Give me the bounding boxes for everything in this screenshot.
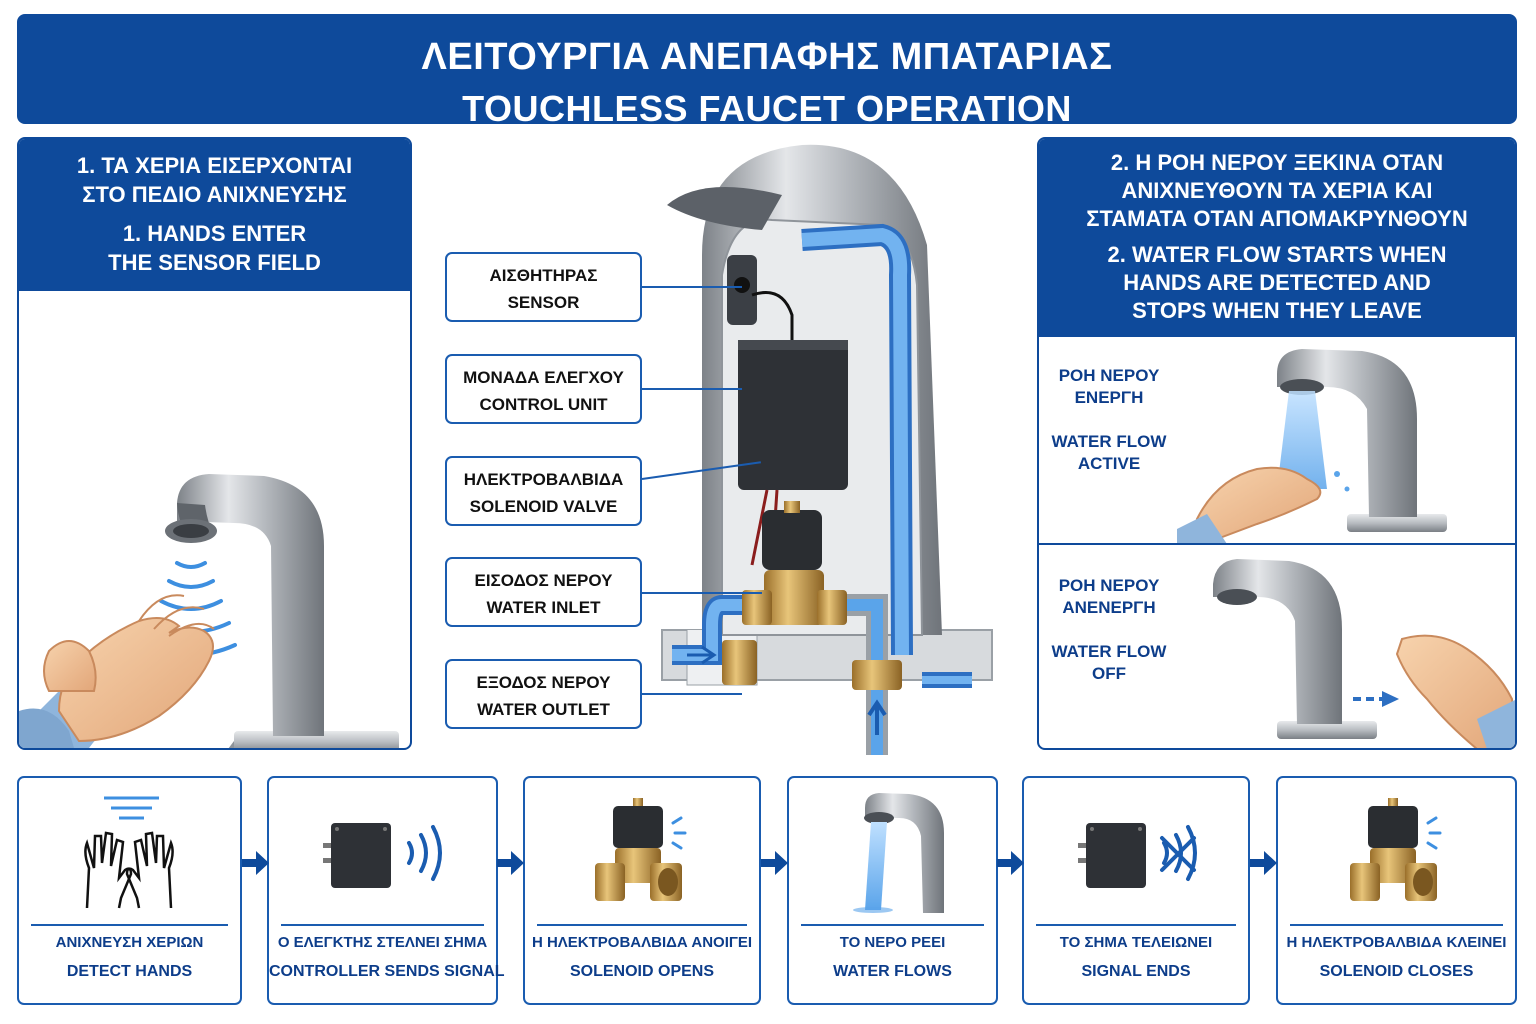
header-greek-line1: 2. Η ΡΟΗ ΝΕΡΟΥ ΞΕΚΙΝΑ ΟΤΑΝ xyxy=(1110,150,1444,175)
flow-off-label: ΡΟΗ ΝΕΡΟΥ ΑΝΕΝΕΡΓΗ WATER FLOW OFF xyxy=(1051,576,1167,683)
step-english: SIGNAL ENDS xyxy=(1081,963,1191,980)
leader-water-outlet xyxy=(642,693,742,695)
flow-arrow-icon xyxy=(997,851,1024,875)
header-greek-line3: ΣΤΑΜΑΤΑ ΟΤΑΝ ΑΠΟΜΑΚΡΥΝΘΟΥΝ xyxy=(1086,206,1468,231)
faucet-cross-section-illustration xyxy=(661,144,993,755)
step-greek: ΤΟ ΣΗΜΑ ΤΕΛΕΙΩΝΕΙ xyxy=(1059,934,1213,951)
leader-control-unit xyxy=(642,388,742,390)
step-english: SOLENOID CLOSES xyxy=(1319,963,1474,980)
step-solenoid-opens: Η ΗΛΕΚΤΡΟΒΑΛΒΙΔΑ ΑΝΟΙΓΕΙ SOLENOID OPENS xyxy=(523,776,761,1005)
flow-off-illustration xyxy=(1213,559,1515,748)
step-english: SOLENOID OPENS xyxy=(569,963,715,980)
header-english-line1: 2. WATER FLOW STARTS WHEN xyxy=(1107,242,1447,267)
step-water-flows: ΤΟ ΝΕΡΟ ΡΕΕΙ WATER FLOWS xyxy=(787,776,998,1005)
controller-signal-off-icon xyxy=(1078,823,1197,888)
title-banner: ΛΕΙΤΟΥΡΓΙΑ ΑΝΕΠΑΦΗΣ ΜΠΑΤΑΡΙΑΣ TOUCHLESS … xyxy=(17,14,1517,129)
step-detect-hands: ΑΝΙΧΝΕΥΣΗ ΧΕΡΙΩΝ DETECT HANDS xyxy=(17,776,242,1005)
state-divider xyxy=(1039,543,1515,545)
flow-active-label: ΡΟΗ ΝΕΡΟΥ ΕΝΕΡΓΗ WATER FLOW ACTIVE xyxy=(1051,366,1167,473)
label-control-unit: ΜΟΝΑΔΑ ΕΛΕΓΧΟΥ CONTROL UNIT xyxy=(445,354,642,424)
water-flow-panel: 2. Η ΡΟΗ ΝΕΡΟΥ ΞΕΚΙΝΑ ΟΤΑΝ ΑΝΙΧΝΕΥΘΟΥΝ Τ… xyxy=(1037,137,1517,750)
water-flow-header: 2. Η ΡΟΗ ΝΕΡΟΥ ΞΕΚΙΝΑ ΟΤΑΝ ΑΝΙΧΝΕΥΘΟΥΝ Τ… xyxy=(1039,139,1515,337)
step-english: WATER FLOWS xyxy=(833,963,952,980)
label-water-outlet: ΕΞΟΔΟΣ ΝΕΡΟΥ WATER OUTLET xyxy=(445,659,642,729)
water-stream-icon xyxy=(1277,391,1327,489)
header-english-line3: STOPS WHEN THEY LEAVE xyxy=(1132,298,1422,323)
hands-sensor-icon xyxy=(84,796,174,909)
leader-water-inlet xyxy=(642,592,762,594)
header-english-line2: THE SENSOR FIELD xyxy=(108,250,321,275)
label-sensor: ΑΙΣΘΗΤΗΡΑΣ SENSOR xyxy=(445,252,642,322)
step-greek: Η ΗΛΕΚΤΡΟΒΑΛΒΙΔΑ ΚΛΕΙΝΕΙ xyxy=(1286,934,1507,951)
controller-signal-icon xyxy=(323,823,442,888)
flow-arrow-icon xyxy=(242,851,269,875)
solenoid-valve-body xyxy=(764,570,824,625)
hands-icon xyxy=(19,594,215,748)
solenoid-closed-icon xyxy=(1350,798,1442,901)
label-solenoid-valve: ΗΛΕΚΤΡΟΒΑΛΒΙΔΑ SOLENOID VALVE xyxy=(445,456,642,526)
label-water-inlet: ΕΙΣΟΔΟΣ ΝΕΡΟΥ WATER INLET xyxy=(445,557,642,627)
flow-arrow-icon xyxy=(761,851,788,875)
header-greek-line2: ΑΝΙΧΝΕΥΘΟΥΝ ΤΑ ΧΕΡΙΑ ΚΑΙ xyxy=(1121,178,1433,203)
faucet-body xyxy=(177,474,324,736)
control-unit-box xyxy=(738,340,848,490)
solenoid-open-icon xyxy=(595,798,687,901)
step-english: DETECT HANDS xyxy=(66,963,193,980)
step-signal-ends: ΤΟ ΣΗΜΑ ΤΕΛΕΙΩΝΕΙ SIGNAL ENDS xyxy=(1022,776,1250,1005)
header-english-line2: HANDS ARE DETECTED AND xyxy=(1123,270,1431,295)
step-english: CONTROLLER SENDS SIGNAL xyxy=(269,963,505,980)
step-greek: Ο ΕΛΕΓΚΤΗΣ ΣΤΕΛΝΕΙ ΣΗΜΑ xyxy=(277,934,488,951)
sensor-field-panel: 1. ΤΑ ΧΕΡΙΑ ΕΙΣΕΡΧΟΝΤΑΙ ΣΤΟ ΠΕΔΙΟ ΑΝΙΧΝΕ… xyxy=(17,137,412,750)
hands-under-water-icon xyxy=(1195,466,1322,541)
faucet-with-hands-illustration xyxy=(19,474,399,748)
leader-sensor xyxy=(642,286,742,288)
header-greek-line2: ΣΤΟ ΠΕΔΙΟ ΑΝΙΧΝΕΥΣΗΣ xyxy=(82,182,347,207)
step-solenoid-closes: Η ΗΛΕΚΤΡΟΒΑΛΒΙΔΑ ΚΛΕΙΝΕΙ SOLENOID CLOSES xyxy=(1276,776,1517,1005)
step-controller-sends-signal: Ο ΕΛΕΓΚΤΗΣ ΣΤΕΛΝΕΙ ΣΗΜΑ CONTROLLER SENDS… xyxy=(267,776,505,1005)
sensor-field-header: 1. ΤΑ ΧΕΡΙΑ ΕΙΣΕΡΧΟΝΤΑΙ ΣΤΟ ΠΕΔΙΟ ΑΝΙΧΝΕ… xyxy=(19,139,410,291)
title-greek: ΛΕΙΤΟΥΡΓΙΑ ΑΝΕΠΑΦΗΣ ΜΠΑΤΑΡΙΑΣ xyxy=(421,36,1113,78)
header-english-line1: 1. HANDS ENTER xyxy=(122,221,307,246)
header-greek-line1: 1. ΤΑ ΧΕΡΙΑ ΕΙΣΕΡΧΟΝΤΑΙ xyxy=(76,153,353,178)
solenoid-coil xyxy=(762,510,822,570)
inlet-arrow-icon xyxy=(867,699,887,735)
flow-arrow-icon xyxy=(497,851,524,875)
faucet-water-icon xyxy=(853,793,944,913)
step-greek: ΑΝΙΧΝΕΥΣΗ ΧΕΡΙΩΝ xyxy=(55,934,204,951)
step-greek: ΤΟ ΝΕΡΟ ΡΕΕΙ xyxy=(839,934,946,951)
title-english: TOUCHLESS FAUCET OPERATION xyxy=(462,88,1072,129)
flow-arrow-icon xyxy=(1250,851,1277,875)
step-greek: Η ΗΛΕΚΤΡΟΒΑΛΒΙΔΑ ΑΝΟΙΓΕΙ xyxy=(531,934,753,951)
flow-active-illustration xyxy=(1177,349,1447,544)
